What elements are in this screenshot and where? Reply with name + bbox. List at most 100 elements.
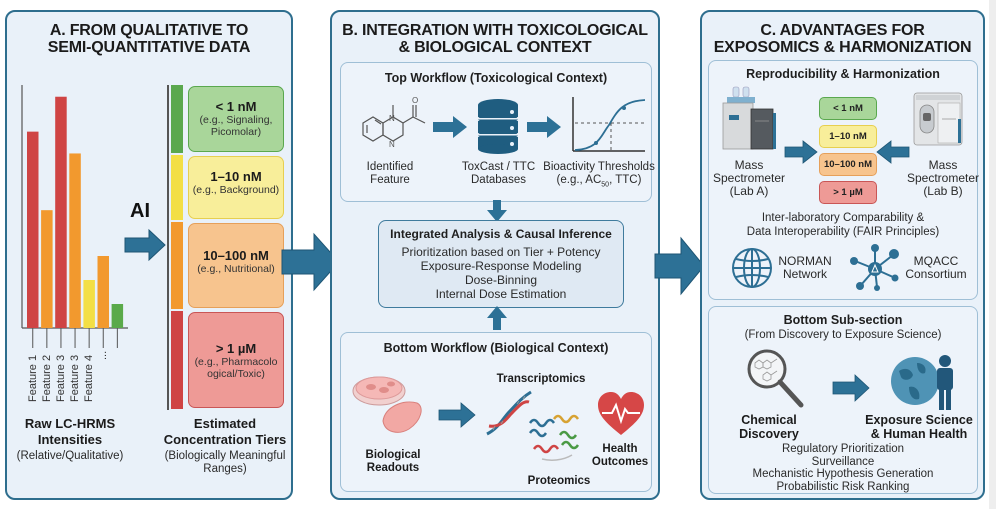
raw-intensities-label: Raw LC-HRMS Intensities [24,416,116,447]
ai-label: AI [130,200,150,222]
arrow-top-to-integrated-icon [487,200,507,222]
chart-category-label: Feature 4 [83,354,96,402]
biological-sample-icon [352,376,422,433]
arrow-a-to-b-icon [281,232,340,292]
tier-color-strip [171,85,183,153]
top-workflow-title: Top Workflow (Toxicological Context) [384,71,608,85]
concentration-tier-box: 10–100 nM(e.g., Nutritional) [188,223,284,308]
arrow-feature-to-db-icon [433,116,467,138]
chart-category-label: Feature 1 [26,354,39,402]
chart-bar [27,131,39,328]
biological-readouts-label: Biological Readouts [365,449,421,474]
harmonized-tier-box: 1–10 nM [819,125,877,148]
norman-network-label: NORMAN Network [778,254,832,281]
tier-example: Picomolar) [210,126,262,138]
panel-c: C. ADVANTAGES FOR EXPOSOMICS & HARMONIZA… [700,10,985,500]
transcriptomics-label: Transcriptomics [496,373,586,385]
svg-text:O: O [412,96,418,105]
tier-color-strip [171,222,183,309]
tier-example: (e.g., Signaling, [199,114,273,126]
chart-category-label: Feature 3 [54,354,67,402]
tier-title: > 1 µM [215,341,257,356]
tier-color-strip [171,311,183,409]
arrow-db-to-threshold-icon [527,116,561,138]
identified-feature-label: Identified Feature [366,161,414,186]
right-edge-strip [989,0,996,509]
protein-structure-icon [528,414,580,461]
integrated-analysis-list: Prioritization based on Tier + Potency E… [401,245,601,301]
heart-icon [598,392,644,435]
tier-example: ogical/Toxic) [207,368,265,380]
dose-response-curve-icon [572,97,646,152]
lab-b-label: Mass Spectrometer (Lab B) [906,158,980,198]
tiers-sublabel: (Biologically Meaningful Ranges) [164,450,286,475]
chart-bar [41,210,53,328]
svg-text:N: N [389,140,395,149]
comparability-text: Inter-laboratory Comparability & Data In… [746,212,940,238]
tier-example: (e.g., Pharmacolo [194,356,278,368]
harmonized-tier-box: < 1 nM [819,97,877,120]
mqacc-consortium-label: MQACC Consortium [905,254,967,281]
concentration-tier-box: < 1 nM(e.g., Signaling,Picomolar) [188,86,284,152]
tier-example: (e.g., Background) [192,184,280,196]
arrow-discovery-to-exposure-icon [832,374,870,402]
discovery-title: Bottom Sub-section [783,313,903,327]
chart-bar [55,96,67,329]
bottom-workflow-box: Bottom Workflow (Biological Context) [340,332,652,492]
network-icon [850,244,899,291]
outcomes-list: Regulatory Prioritization Surveillance M… [752,443,934,493]
chart-category-label: ... [97,350,110,360]
chart-bar [69,153,81,328]
tier-color-strip [171,155,183,220]
database-icon [478,99,518,154]
tier-title: 1–10 nM [210,169,262,184]
magnifying-glass-icon [747,349,804,408]
panel-b-title: B. INTEGRATION WITH TOXICOLOGICAL & BIOL… [342,22,648,56]
svg-text:N: N [389,114,395,123]
bottom-workflow-title: Bottom Workflow (Biological Context) [383,341,609,355]
tier-title: 10–100 nM [203,248,269,263]
exposure-science-label: Exposure Science & Human Health [865,413,973,441]
globe-icon [732,248,772,288]
raw-intensity-bar-chart [21,85,128,348]
chart-bar [111,304,124,328]
harmonized-tier-box: 10–100 nM [819,153,877,176]
globe-person-icon [891,355,953,410]
ai-arrow-icon [124,228,166,262]
dna-icon [486,390,532,436]
harmonized-tier-box: > 1 µM [819,181,877,204]
integrated-analysis-box: Integrated Analysis & Causal Inference P… [378,220,624,308]
raw-intensities-sublabel: (Relative/Qualitative) [16,450,124,462]
discovery-box: Bottom Sub-section (From Discovery to Ex… [708,306,978,494]
molecule-icon: N N O [362,96,426,149]
panel-b: B. INTEGRATION WITH TOXICOLOGICAL & BIOL… [330,10,660,500]
tier-title: < 1 nM [215,99,257,114]
tier-example: (e.g., Nutritional) [197,263,275,275]
mass-spectrometer-lab-a-icon [722,86,776,150]
reproducibility-box: Reproducibility & Harmonization < 1 nM 1–… [708,60,979,300]
top-workflow-box: Top Workflow (Toxicological Context) N N… [340,62,655,202]
mass-spectrometer-lab-b-icon [913,92,963,146]
arrow-lab-b-icon [876,140,910,164]
integrated-analysis-title: Integrated Analysis & Causal Inference [390,227,612,241]
arrow-b-to-c-icon [654,236,705,296]
panel-c-title: C. ADVANTAGES FOR EXPOSOMICS & HARMONIZA… [713,22,972,56]
chart-bar [83,280,95,328]
health-outcomes-label: Health Outcomes [591,443,649,468]
proteomics-label: Proteomics [527,475,591,487]
chart-bar [97,256,109,328]
discovery-subtitle: (From Discovery to Exposure Science) [744,329,942,341]
toxcast-label: ToxCast / TTC Databases [461,161,536,186]
reproducibility-title: Reproducibility & Harmonization [746,67,940,81]
chart-category-label: Feature 3 [69,354,82,402]
chart-category-label: Feature 2 [40,354,53,402]
panel-a-title: A. FROM QUALITATIVE TO SEMI-QUANTITATIVE… [47,22,251,56]
tier-axis [167,85,169,410]
arrow-sample-to-omics-icon [438,402,476,428]
arrow-lab-a-icon [784,140,818,164]
lab-a-label: Mass Spectrometer (Lab A) [712,158,786,198]
bioactivity-thresholds-label: Bioactivity Thresholds (e.g., AC50, TTC) [543,161,655,189]
tiers-label: Estimated Concentration Tiers [163,416,287,447]
chemical-discovery-label: Chemical Discovery [739,413,799,441]
